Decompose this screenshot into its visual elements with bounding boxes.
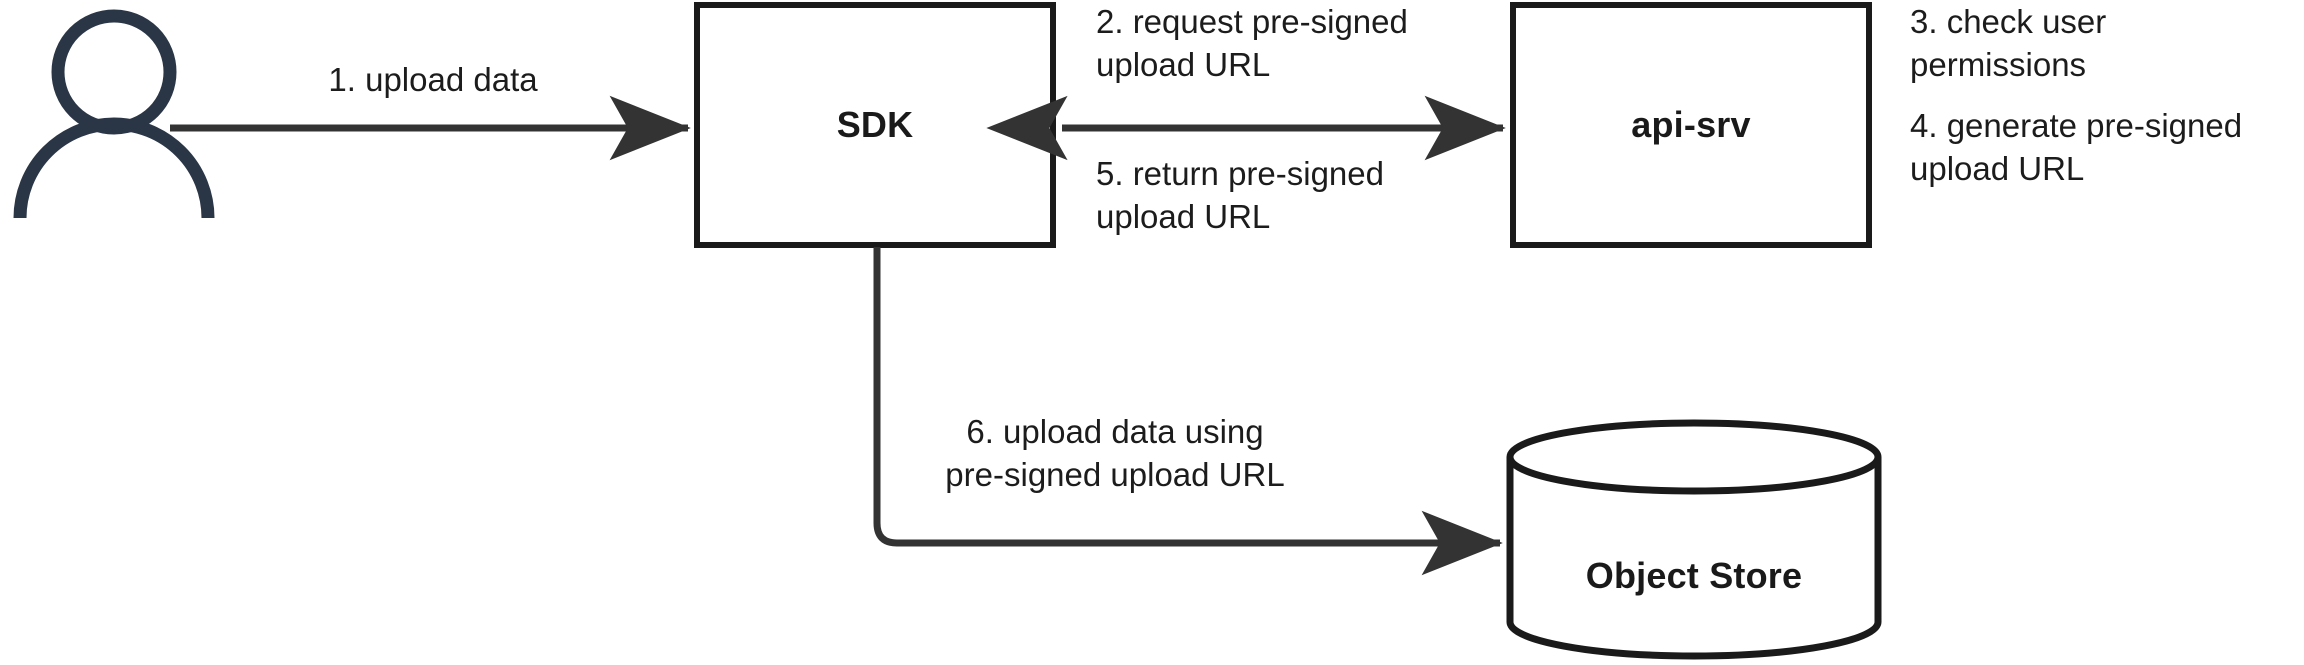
note-label-3-check-user-permissions: 3. check user permissions	[1910, 3, 2107, 83]
edge-upload-to-store-arrow	[873, 247, 1503, 576]
object-store-node-label: Object Store	[1585, 555, 1803, 596]
object-store-node-cylinder[interactable]	[1506, 419, 1882, 660]
api-srv-node-label: api-srv	[1631, 104, 1751, 145]
edge-label-5-return-presigned-upload-url: 5. return pre-signed upload URL	[1096, 155, 1384, 235]
note-label-4-generate-presigned-upload-url: 4. generate pre-signed upload URL	[1910, 107, 2243, 187]
user-actor-icon	[13, 9, 215, 219]
sdk-node-label: SDK	[836, 104, 914, 145]
edge-label-6-upload-data-using-presigned-url: 6. upload data using pre-signed upload U…	[945, 413, 1285, 493]
edge-label-2-request-presigned-upload-url: 2. request pre-signed upload URL	[1096, 3, 1408, 83]
api-srv-node-box[interactable]	[1510, 2, 1872, 248]
edge-label-1-upload-data: 1. upload data	[328, 61, 538, 98]
